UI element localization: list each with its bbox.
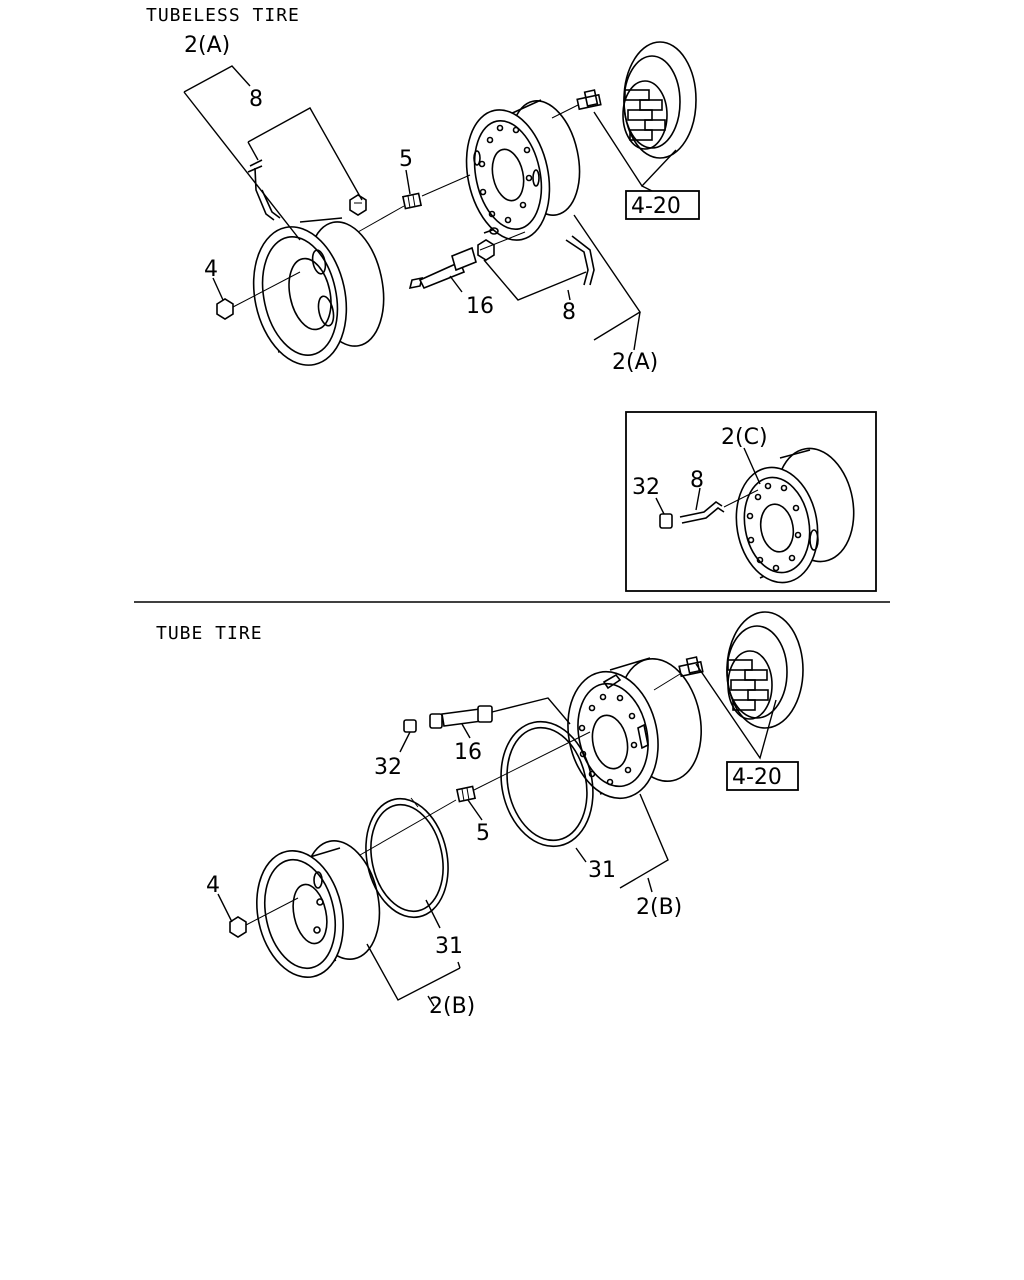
callout-tube-extension: 16 — [454, 740, 482, 765]
tube-extension-drawing — [429, 705, 493, 729]
callout-tubeless-hub-ref: 4-20 — [631, 194, 681, 219]
ref-box-tubeless-hub — [625, 190, 700, 220]
tube-hub-drawing — [726, 611, 804, 729]
tubeless-hub-drawing — [622, 41, 697, 159]
inset-assembly: 2(C) 8 32 — [632, 425, 855, 584]
section-title-tube: TUBE TIRE — [156, 623, 263, 644]
callout-tubeless-wheel-rear: 2(A) — [184, 33, 230, 58]
callout-inset-wheel: 2(C) — [721, 425, 768, 450]
section-title-tubeless: TUBELESS TIRE — [146, 5, 300, 26]
tube-hub-stud-drawing — [678, 656, 704, 678]
tubeless-hub-stud-drawing — [576, 89, 602, 111]
inset-cap-drawing — [659, 513, 673, 529]
tubeless-extension-drawing — [408, 246, 477, 290]
callout-tube-nut: 4 — [206, 873, 220, 898]
tubeless-assembly: 2(A) 8 5 4 16 8 2(A) 4-20 — [183, 33, 700, 375]
tube-front-wheel-drawing — [256, 840, 381, 979]
callout-tubeless-wheel-front: 2(A) — [612, 350, 658, 375]
tube-ring-rear-drawing — [500, 720, 594, 848]
callout-tubeless-extension: 16 — [466, 294, 494, 319]
tube-stud-drawing — [455, 785, 477, 803]
callout-tube-ring-front: 31 — [435, 934, 463, 959]
callout-tube-cap: 32 — [374, 755, 402, 780]
tubeless-extension-nut-drawing — [477, 239, 495, 261]
tubeless-valve-upper-drawing — [254, 167, 275, 221]
callout-tube-wheel-front: 2(B) — [429, 994, 475, 1019]
callout-inset-cap: 32 — [632, 475, 660, 500]
callout-inset-valve: 8 — [690, 468, 704, 493]
callout-tube-ring-rear: 31 — [588, 858, 616, 883]
tube-nut-drawing — [229, 916, 247, 938]
callout-tubeless-valve-top: 8 — [249, 87, 263, 112]
ref-box-tube-hub — [726, 761, 799, 791]
tube-assembly: 32 16 5 4 31 31 2(B) 2(B) 4-20 — [206, 611, 804, 1019]
tubeless-rear-wheel-drawing — [465, 99, 581, 241]
callout-tubeless-valve-bottom: 8 — [562, 300, 576, 325]
tubeless-nut-drawing — [216, 298, 234, 320]
tube-ring-front-drawing — [365, 797, 449, 919]
callout-tube-stud: 5 — [476, 821, 490, 846]
tubeless-valve-lower-drawing — [565, 239, 589, 286]
callout-tube-hub-ref: 4-20 — [732, 765, 782, 790]
tubeless-front-wheel-drawing — [252, 217, 385, 366]
tubeless-valve-nut-drawing — [349, 194, 367, 216]
callout-tube-wheel-rear: 2(B) — [636, 895, 682, 920]
callout-tubeless-nut: 4 — [204, 257, 218, 282]
inset-wheel-drawing — [735, 447, 855, 584]
inset-valve-drawing — [679, 501, 725, 524]
tubeless-stud-drawing — [401, 192, 423, 210]
tube-cap-drawing — [403, 719, 417, 733]
callout-tubeless-stud: 5 — [399, 147, 413, 172]
